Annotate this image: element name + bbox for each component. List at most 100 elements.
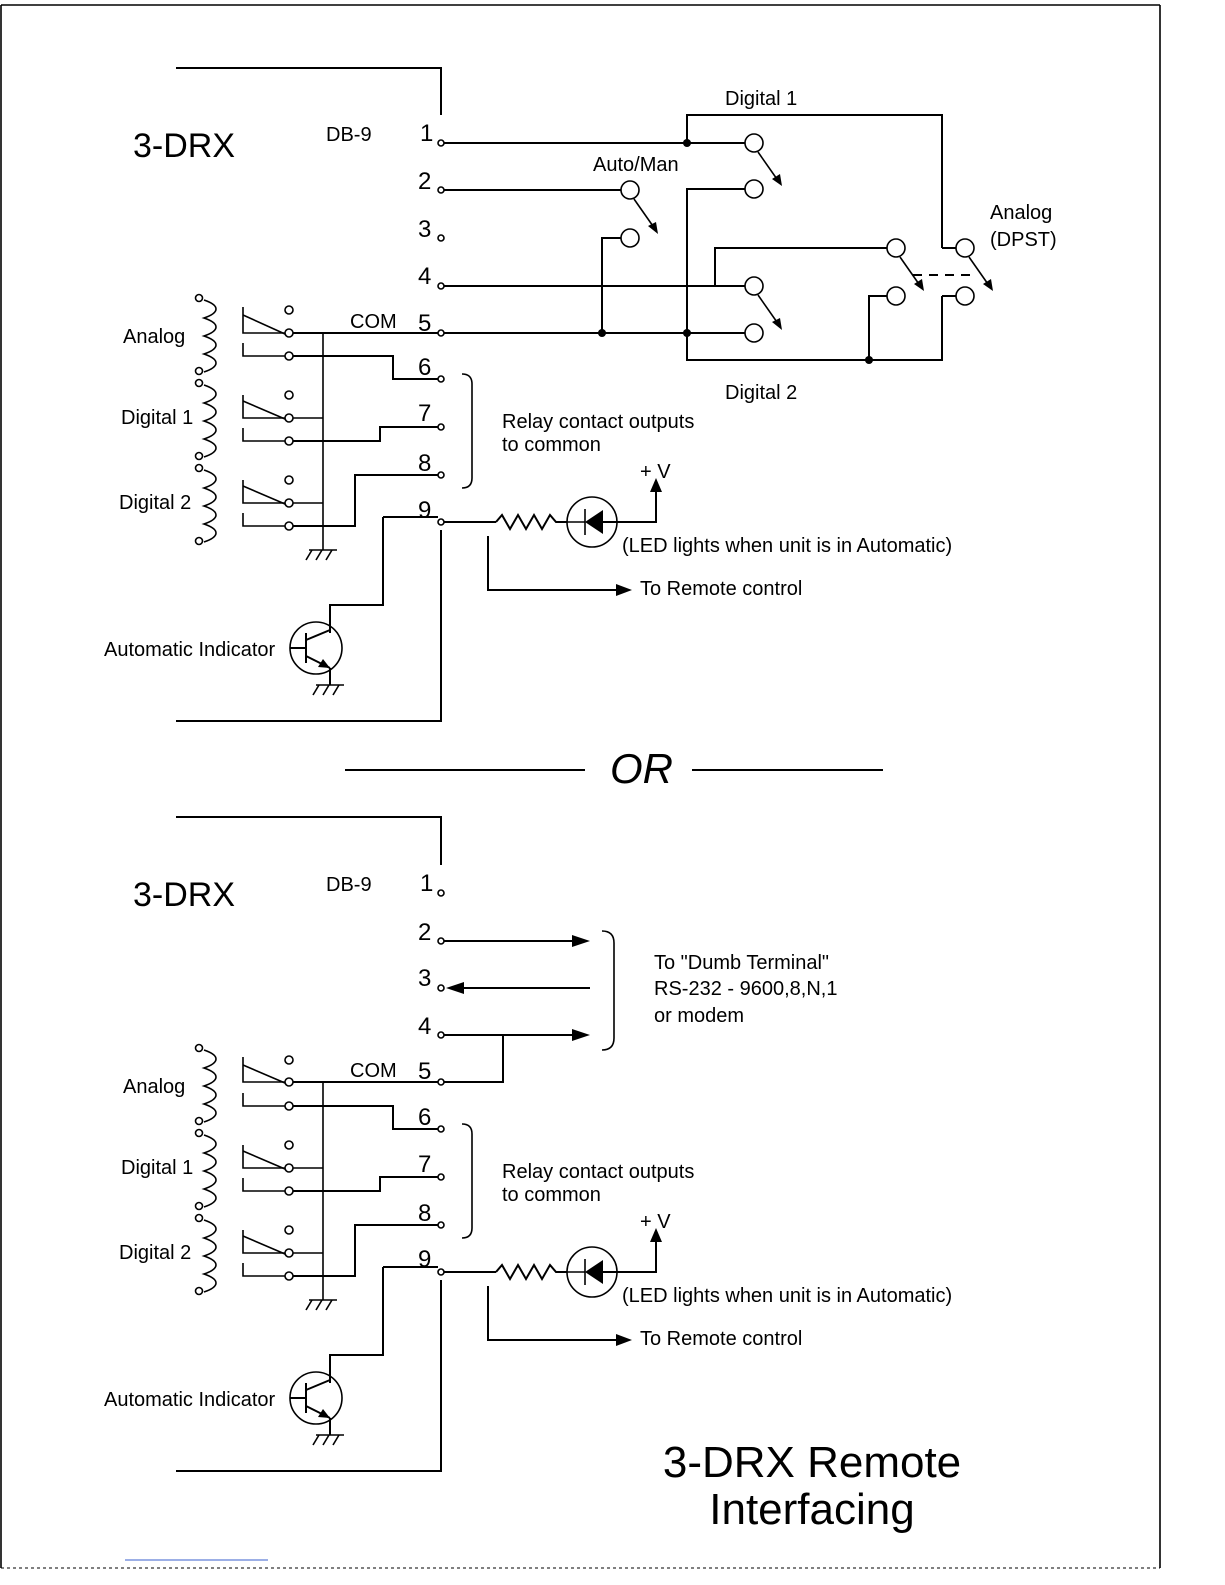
wire-pin7 [293, 426, 438, 442]
pin-number: 4 [418, 263, 431, 290]
arrow-icon [446, 982, 464, 994]
contact-arm [242, 1150, 286, 1170]
pin-number: 3 [418, 965, 431, 992]
switch-contact [620, 180, 640, 200]
switch-arrow [648, 222, 658, 234]
resistor-icon [495, 512, 567, 532]
led-circuit-top: + V (LED lights when unit is in Automati… [104, 461, 952, 696]
contact-wire [242, 1093, 289, 1107]
pin-terminal [437, 518, 445, 526]
pin-number: 8 [418, 450, 431, 477]
pin-number: 9 [418, 497, 431, 524]
pin-number: 5 [418, 1058, 431, 1085]
terminal-text: or modem [654, 1005, 744, 1027]
device-enclosure-bottom [176, 1280, 442, 1472]
pin-terminal [437, 1031, 445, 1039]
led-circuit-bottom: + V (LED lights when unit is in Automati… [104, 1211, 952, 1446]
panel-top: 3-DRX DB-9 COM 1 2 3 4 5 6 7 8 9 [104, 67, 1057, 722]
led-note: (LED lights when unit is in Automatic) [622, 1285, 952, 1307]
rs232-lines: To "Dumb Terminal" RS-232 - 9600,8,N,1 o… [444, 930, 837, 1083]
pin-number: 6 [418, 1104, 431, 1131]
switch-label-digital2: Digital 2 [725, 382, 797, 404]
contact-wire [242, 1263, 289, 1277]
contact-arm [242, 400, 286, 420]
pin-terminal [437, 1173, 445, 1181]
switch-arrow [914, 279, 924, 291]
led-note: (LED lights when unit is in Automatic) [622, 535, 952, 557]
contact [284, 390, 294, 400]
ground-hatch [315, 549, 323, 561]
relay-contacts-top: Analog Digital 1 Digital 2 [119, 293, 438, 561]
contact-wire [242, 513, 289, 527]
ground-hatch [305, 549, 313, 561]
switch-contact [955, 286, 975, 306]
remote-label: To Remote control [640, 1328, 802, 1350]
coil-terminal [194, 1213, 204, 1223]
switch-arm [757, 294, 780, 326]
contact-wire [242, 1178, 289, 1192]
relay-coil-digital2 [201, 1219, 217, 1293]
pin-number: 4 [418, 1013, 431, 1040]
arrow-icon [616, 584, 632, 596]
pin-terminal [437, 234, 445, 242]
contact-wire [242, 343, 289, 357]
connector-label: DB-9 [326, 124, 372, 146]
contact [284, 328, 294, 338]
contact [284, 1248, 294, 1258]
switch-label-automan: Auto/Man [593, 154, 679, 176]
relay-coil-analog [201, 299, 217, 373]
ground-hatch [325, 1299, 333, 1311]
wire-pin7 [293, 1176, 438, 1192]
transistor-arrow [318, 1409, 330, 1418]
coil-terminal [194, 1116, 204, 1126]
pin-number: 7 [418, 400, 431, 427]
pin-number: 8 [418, 1200, 431, 1227]
coil-terminal [194, 536, 204, 546]
wire-collector [329, 1267, 384, 1383]
switch-arrow [772, 318, 782, 330]
switch-contact [744, 133, 764, 153]
pin-terminal [437, 937, 445, 945]
arrow-icon [650, 478, 662, 492]
coil-terminal [194, 366, 204, 376]
footer-subtitle: Interfacing [709, 1485, 914, 1534]
terminal-text: RS-232 - 9600,8,N,1 [654, 978, 837, 1000]
led-diode [585, 510, 603, 534]
coil-terminal [194, 378, 204, 388]
wire-automan-com [601, 237, 621, 333]
arrow-icon [650, 1228, 662, 1242]
relay-label-analog: Analog [123, 326, 185, 348]
device-enclosure-top [176, 67, 442, 115]
panel-bottom: 3-DRX DB-9 COM 1 2 3 4 5 6 7 8 9 To [104, 816, 952, 1472]
wire-pin6 [293, 1105, 438, 1130]
ground-hatch [322, 684, 330, 696]
switch-contact [744, 323, 764, 343]
switch-contact [620, 228, 640, 248]
com-label: COM [350, 1060, 397, 1082]
contact [284, 1140, 294, 1150]
switch-arm [633, 198, 656, 230]
switch-contact [886, 286, 906, 306]
vplus-label: + V [640, 1211, 671, 1233]
pin-number: 2 [418, 919, 431, 946]
wire-digital-return [686, 188, 943, 361]
pin-number: 7 [418, 1151, 431, 1178]
coil-terminal [194, 451, 204, 461]
external-switch-network: Digital 1 Auto/Man Analog (DPST) Digital… [444, 88, 1057, 404]
com-label: COM [350, 311, 397, 333]
pin-terminal [437, 423, 445, 431]
pin-number: 1 [420, 870, 433, 897]
contact-wire [242, 307, 289, 334]
arrow-icon [616, 1334, 632, 1346]
relay-label-digital1: Digital 1 [121, 1157, 193, 1179]
relay-coil-analog [201, 1049, 217, 1123]
ground-hatch [305, 1299, 313, 1311]
contact [284, 1077, 294, 1087]
relay-outputs-text: to common [502, 434, 601, 456]
contact [284, 521, 294, 531]
contact-wire [242, 395, 289, 419]
relay-label-analog: Analog [123, 1076, 185, 1098]
contact [284, 1101, 294, 1111]
terminal-brace [601, 930, 615, 1051]
wire-pin5 [444, 1035, 504, 1083]
